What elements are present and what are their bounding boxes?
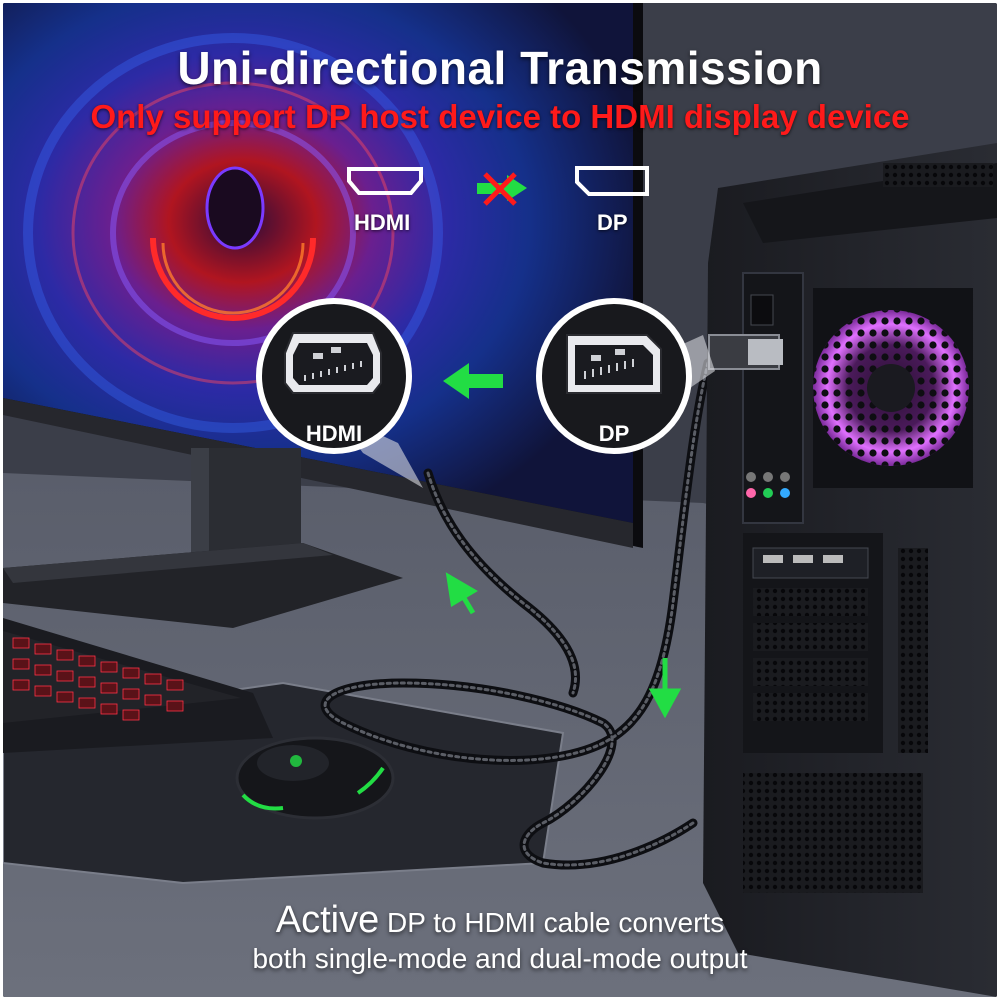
keyboard-keys: [12, 637, 184, 721]
caption-line-1: Active DP to HDMI cable converts: [3, 899, 997, 942]
scene-illustration: [3, 3, 997, 997]
legend-dp-label: DP: [597, 210, 628, 235]
subheadline: Only support DP host device to HDMI disp…: [90, 98, 910, 135]
headline: Uni-directional Transmission: [177, 42, 823, 94]
audio-jacks: [746, 472, 790, 498]
dp-bubble: [536, 298, 692, 454]
caption-emphasis: Active: [275, 899, 380, 941]
bubble-dp-label: DP: [598, 421, 630, 446]
dp-port-outline-icon: [575, 166, 649, 196]
left-arrow-icon: [443, 363, 503, 399]
legend-hdmi-label: HDMI: [354, 210, 411, 235]
expansion-slots: [743, 533, 928, 893]
hdmi-bubble: [256, 298, 412, 454]
caption-line-1-text: DP to HDMI cable converts: [387, 907, 725, 938]
crossed-arrow-icon: [477, 172, 527, 206]
hdmi-port-outline-icon: [347, 167, 423, 195]
cable-direction-arrows: [445, 572, 682, 719]
product-image: Uni-directional Transmission Only suppor…: [3, 3, 997, 997]
bubble-hdmi-label: HDMI: [305, 421, 363, 446]
caption-line-2: both single-mode and dual-mode output: [252, 943, 748, 974]
